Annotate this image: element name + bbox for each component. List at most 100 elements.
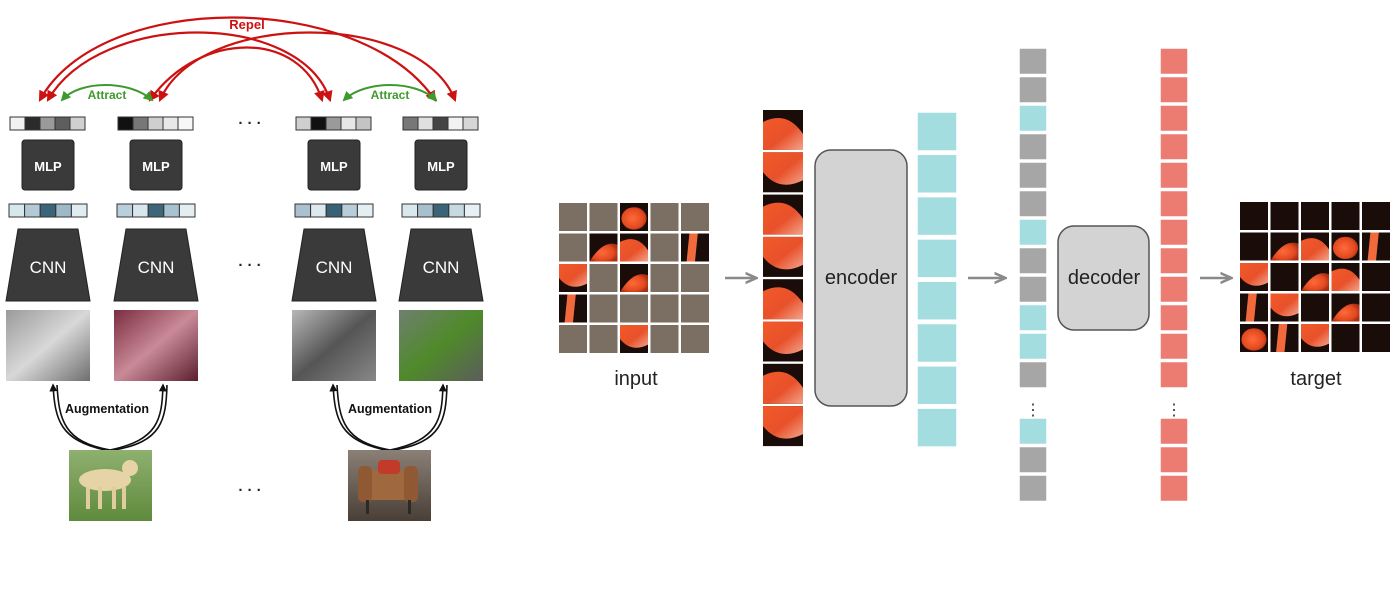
visible-token [1018, 332, 1048, 361]
augmentation-label: Augmentation [348, 402, 432, 416]
image-patch [763, 406, 803, 447]
feature-cell [132, 203, 149, 218]
image-patch [589, 233, 618, 262]
mask-token [1018, 75, 1048, 104]
augmented-image [114, 310, 198, 381]
visible-token [1018, 218, 1048, 247]
embedding-cell [432, 116, 449, 131]
encoded-token [916, 111, 958, 152]
target-patch [1362, 293, 1390, 322]
masked-patch [589, 264, 618, 292]
target-patch [1301, 232, 1329, 261]
feature-cell [401, 203, 419, 218]
mask-token [1018, 161, 1048, 190]
attract-label: Attract [371, 88, 410, 102]
mlp-label: MLP [427, 159, 455, 174]
feature-cell [448, 203, 465, 218]
feature-cell [294, 203, 312, 218]
encoded-token-column [916, 111, 958, 448]
contrastive-panel: Repel Attract Attract MLPCNNMLPCNNMLPCNN… [5, 16, 484, 521]
target-patch [1301, 324, 1329, 352]
image-patch [763, 279, 803, 320]
mask-token [1018, 275, 1048, 304]
masked-patch [681, 264, 709, 292]
embedding-cell [69, 116, 86, 131]
mask-token [1018, 246, 1048, 275]
image-patch [559, 264, 587, 292]
ellipsis-top: · · · [238, 115, 261, 132]
embedding-cell [462, 116, 479, 131]
feature-cell [417, 203, 434, 218]
cnn-label: CNN [316, 258, 353, 277]
mask-token [1018, 474, 1048, 503]
embedding-cell [24, 116, 41, 131]
feature-cell [178, 203, 196, 218]
augmentation-label: Augmentation [65, 402, 149, 416]
masked-patch [589, 294, 618, 323]
decoded-token [1159, 218, 1189, 247]
image-patch [620, 233, 648, 262]
visible-token [1018, 303, 1048, 332]
masked-patch [559, 203, 587, 231]
mask-token [1018, 189, 1048, 218]
target-patch [1331, 263, 1360, 291]
embedding-cell [310, 116, 327, 131]
decoded-token [1159, 275, 1189, 304]
masked-patch [589, 325, 618, 353]
cnn-label: CNN [423, 258, 460, 277]
vdots-tokens: ⋮ [1025, 402, 1041, 419]
attract-arc [60, 84, 154, 102]
attract-arc [342, 84, 438, 102]
decoded-token [1159, 161, 1189, 190]
target-patch [1240, 263, 1268, 291]
feature-cell [147, 203, 165, 218]
embedding-cell [147, 116, 164, 131]
decoded-token [1159, 47, 1189, 76]
embedding-cell [39, 116, 56, 131]
decoded-token [1159, 445, 1189, 474]
image-patch [681, 233, 709, 262]
embedding-cell [325, 116, 342, 131]
target-patch [1240, 202, 1268, 230]
target-patch [1331, 293, 1360, 322]
repel-arrows [38, 16, 457, 103]
feature-cell [310, 203, 327, 218]
encoded-token [916, 322, 958, 364]
image-patch [763, 321, 803, 362]
encoder-box [814, 149, 908, 407]
target-patch [1362, 263, 1390, 291]
encoded-token [916, 365, 958, 406]
mlp-label: MLP [320, 159, 348, 174]
decoded-token [1159, 75, 1189, 104]
mask-token [1018, 445, 1048, 474]
decoded-token [1159, 360, 1189, 389]
cnn-block [5, 228, 91, 302]
repel-label: Repel [229, 17, 264, 32]
image-patch [620, 325, 648, 353]
full-token-column [1018, 47, 1048, 503]
encoder-label: encoder [825, 267, 898, 289]
target-patch [1331, 202, 1360, 230]
ellipsis-middle: · · · [238, 257, 261, 274]
mask-token [1018, 47, 1048, 76]
embedding-cell [417, 116, 434, 131]
image-patch [620, 203, 648, 231]
contrastive-column: MLP CNN [398, 116, 484, 381]
cnn-label: CNN [30, 258, 67, 277]
mlp-block [414, 139, 468, 191]
embedding-cell [447, 116, 464, 131]
feature-cell [70, 203, 88, 218]
masked-patch [650, 325, 679, 353]
repel-arc [38, 16, 437, 102]
feature-cell [341, 203, 358, 218]
decoder-label: decoder [1068, 267, 1141, 289]
feature-cell [8, 203, 26, 218]
decoded-token [1159, 303, 1189, 332]
masked-patch [589, 203, 618, 231]
image-patch [763, 194, 803, 235]
visible-patch-column [763, 110, 803, 447]
feature-cell [24, 203, 41, 218]
